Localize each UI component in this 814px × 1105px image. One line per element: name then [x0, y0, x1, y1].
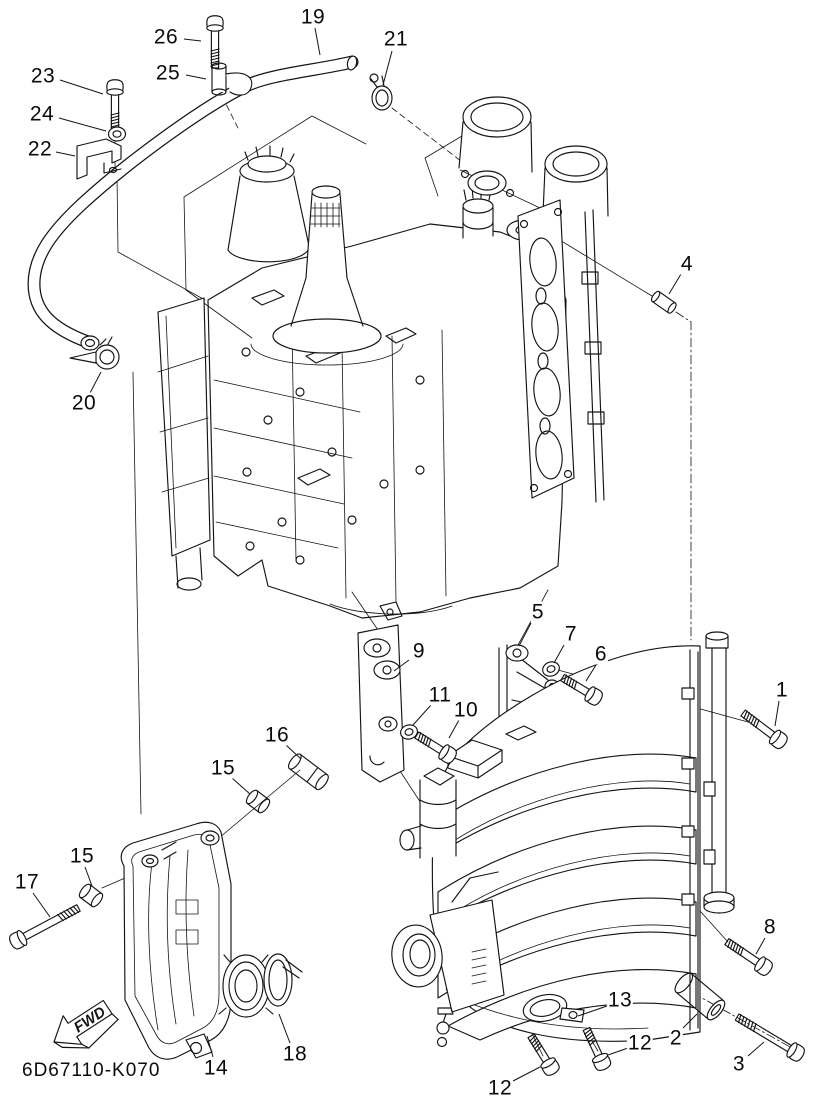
leader-line-14: [206, 1035, 214, 1058]
leader-line-17: [32, 892, 51, 918]
leader-line-19: [314, 27, 321, 56]
clamp-13-art: [522, 993, 585, 1023]
leader-line-5: [518, 622, 532, 647]
breather-hose-art: [27, 55, 393, 370]
leader-line-23: [59, 79, 104, 95]
mount-brackets-art: [357, 624, 560, 783]
leader-line-11: [412, 704, 432, 726]
engine-block-art: [157, 96, 609, 621]
collar-2-art: [674, 972, 726, 1021]
leader-line-4: [668, 273, 682, 295]
hose-clamp-21-art: [369, 73, 393, 111]
leader-line-22: [55, 151, 76, 157]
leader-line-1: [774, 700, 780, 727]
bushing-15-art: [78, 883, 104, 908]
bushing-15-art: [245, 789, 271, 814]
leader-line-25: [185, 74, 207, 80]
leader-line-26: [183, 38, 202, 42]
callout-leader-lines: [32, 27, 780, 1082]
leader-line-10: [448, 719, 460, 739]
hose-clamp-20-art: [69, 336, 120, 370]
air-box-cover-art: [120, 821, 303, 1060]
spacer-16-art: [287, 753, 329, 791]
drawing-code: 6D67110-K070: [22, 1060, 161, 1081]
pin-4-art: [650, 290, 677, 314]
leader-line-15: [84, 866, 93, 887]
leader-line-12: [607, 1047, 629, 1056]
leader-line-6: [585, 664, 597, 682]
leader-line-2: [682, 1013, 698, 1029]
leader-line-3: [747, 1041, 765, 1057]
leader-line-20: [89, 371, 102, 394]
bracket-22-art: [76, 138, 122, 180]
leader-line-9: [393, 659, 410, 672]
leader-line-16: [285, 744, 302, 760]
leader-line-18: [278, 1013, 291, 1044]
intake-manifold-art: [431, 631, 735, 1042]
leader-line-12: [512, 1066, 541, 1082]
leader-line-8: [755, 937, 766, 955]
leader-line-15: [231, 777, 251, 795]
leader-line-21: [382, 50, 393, 86]
throttle-body-art: [391, 767, 505, 1048]
leader-line-13: [577, 1005, 608, 1017]
leader-line-24: [58, 117, 107, 132]
leader-line-7: [553, 644, 565, 664]
clamp-lever-25-art: [211, 62, 253, 96]
fwd-arrow: FWD: [53, 999, 119, 1049]
fasteners-art: [6, 15, 808, 1079]
